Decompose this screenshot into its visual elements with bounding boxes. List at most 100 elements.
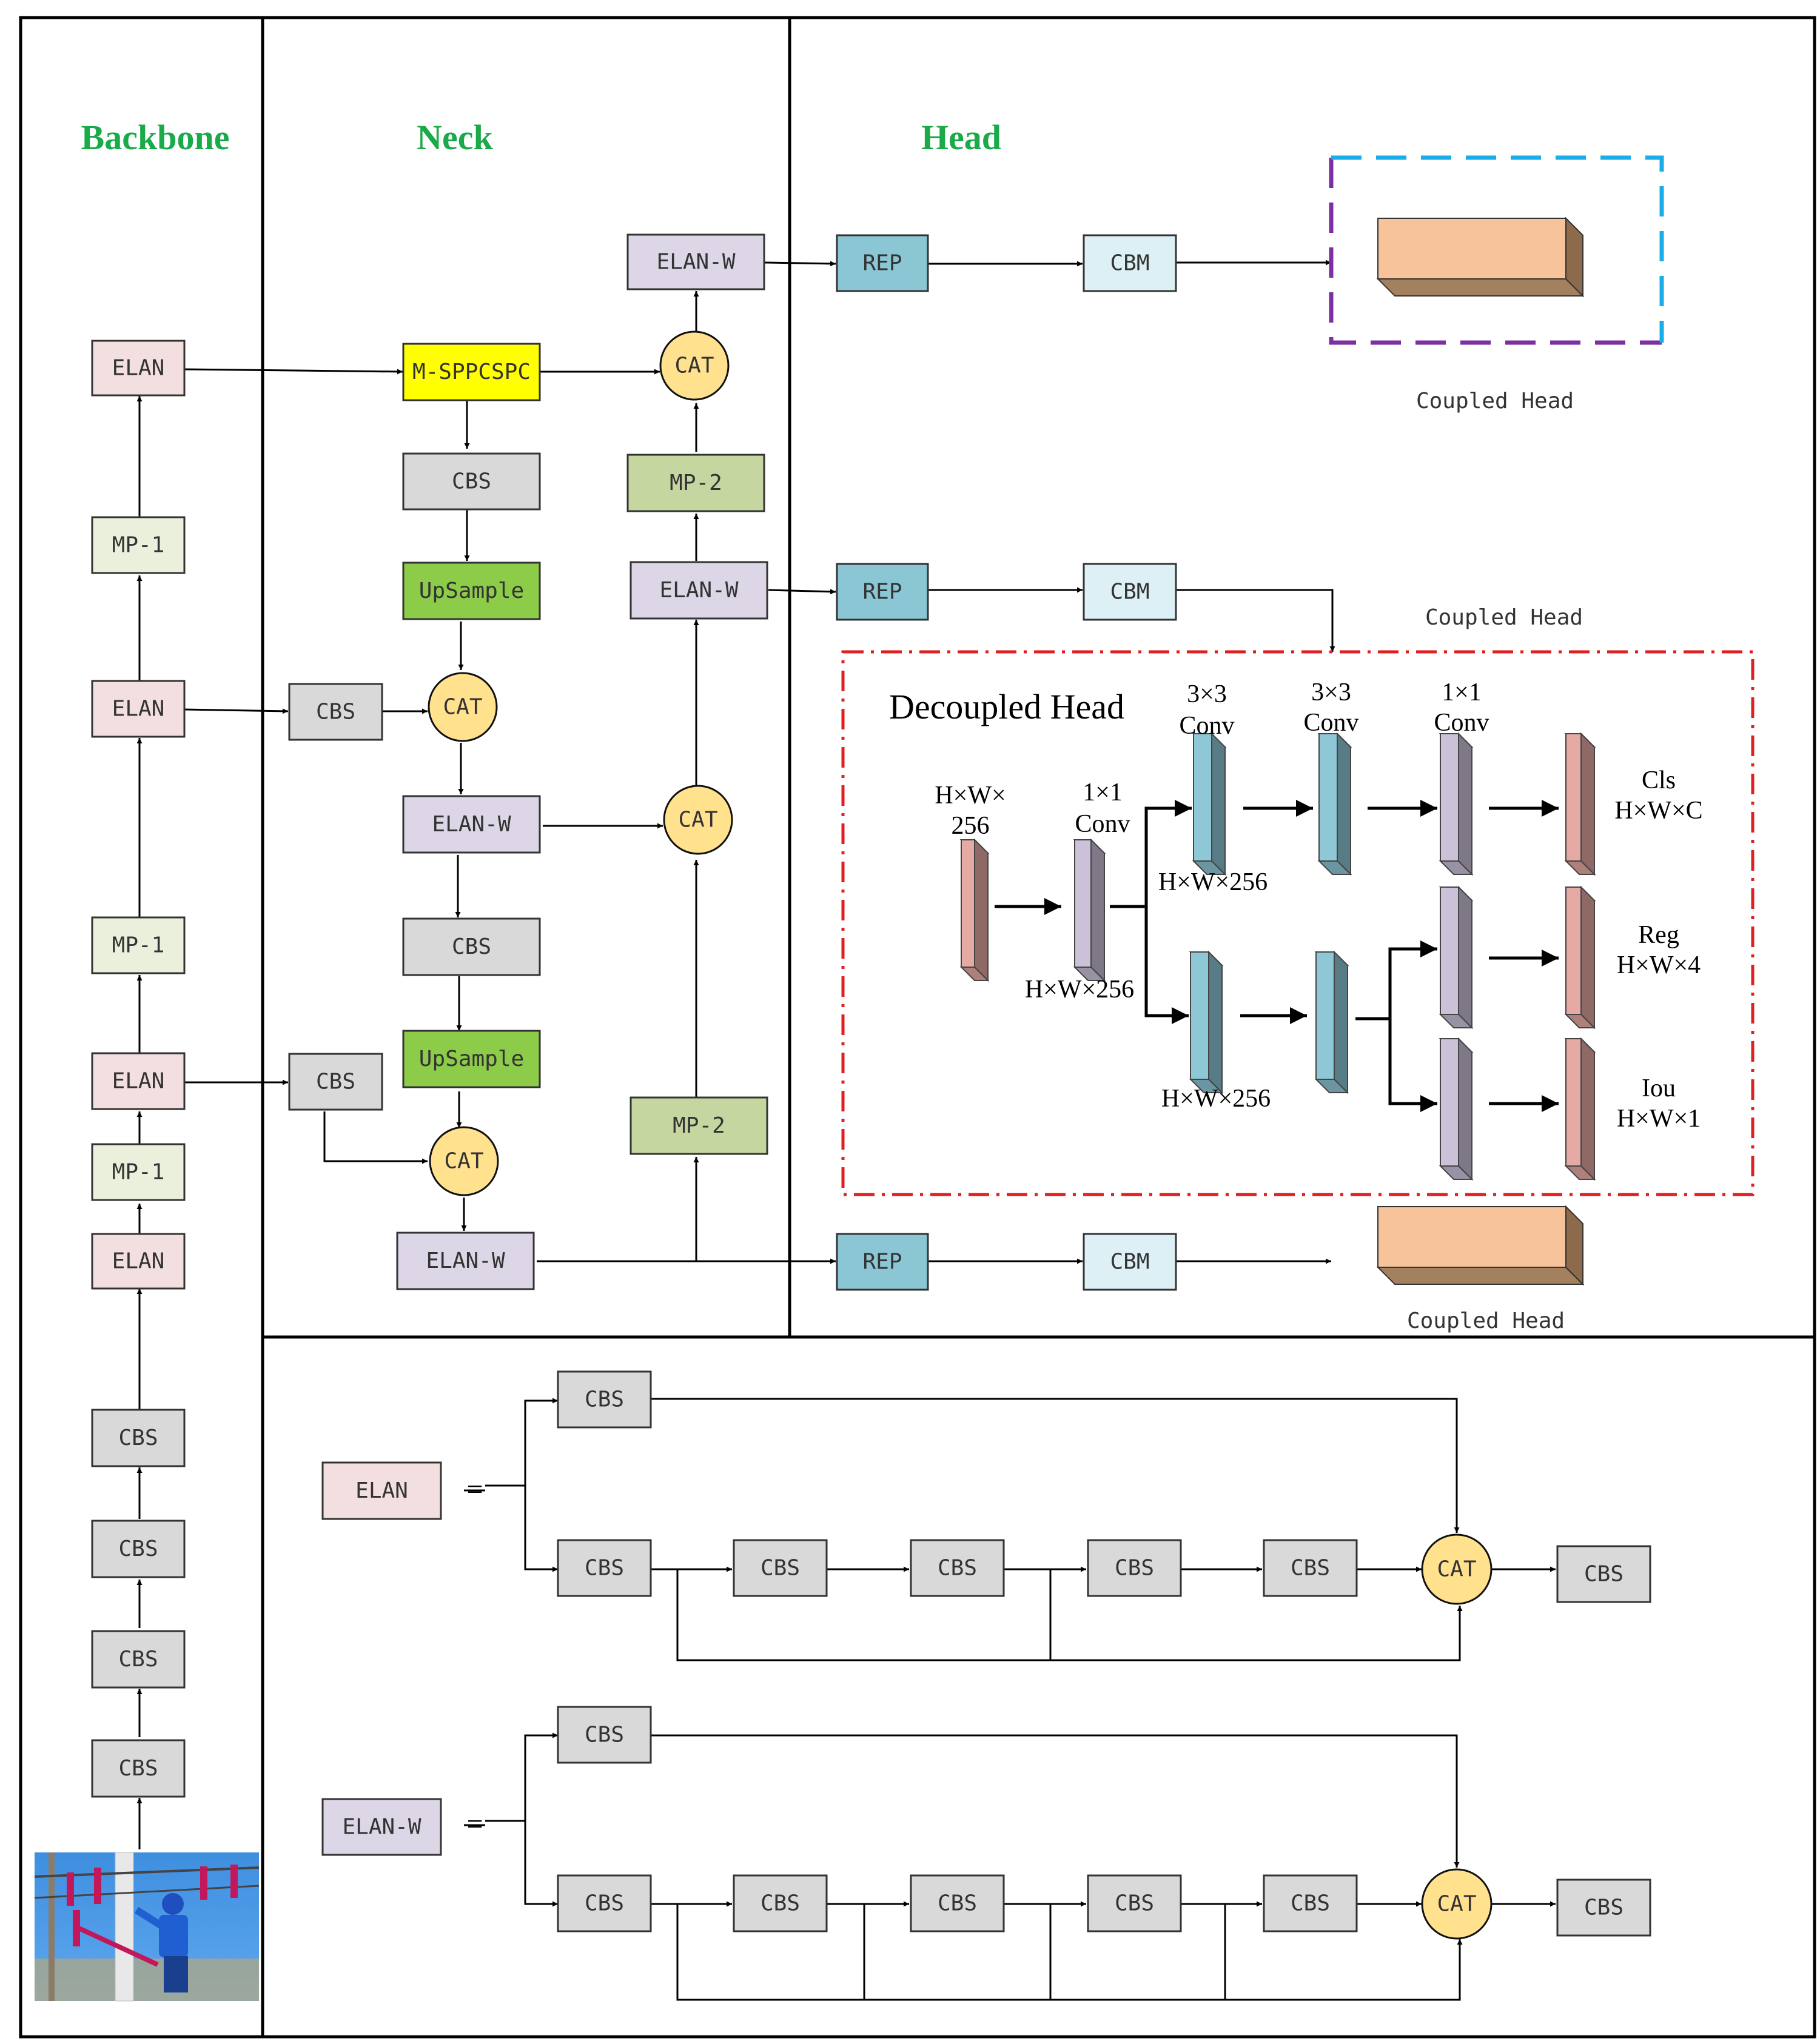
neck-cbs-1-label: CBS	[452, 469, 491, 494]
legend-elan-cat: CAT	[1421, 1533, 1493, 1605]
head-rep-1: REP	[836, 234, 929, 292]
conv3x3-label-2a: 3×3	[1311, 679, 1351, 706]
legend-elan-cbs-1: CBS	[557, 1539, 652, 1597]
feature-slab-cls-conv3x3-b	[1317, 732, 1352, 876]
conv1x1-label-b: Conv	[1075, 810, 1130, 838]
coupled-head-dashed-box	[1329, 155, 1664, 345]
legend-elan-w-cbs-2: CBS	[733, 1874, 828, 1932]
legend-elan-cbs-top-label: CBS	[585, 1387, 624, 1412]
legend-elan-w-cbs-5-label: CBS	[1291, 1891, 1330, 1916]
backbone-elan-2-label: ELAN	[112, 1069, 165, 1094]
backbone-cbs-4-label: CBS	[118, 1426, 158, 1450]
legend-elan-w-cbs-3: CBS	[910, 1874, 1005, 1932]
decoupled-head-title: Decoupled Head	[889, 687, 1124, 726]
backbone-elan-2: ELAN	[91, 1052, 186, 1110]
neck-cbs-side-1: CBS	[288, 683, 383, 741]
backbone-mp1-2-label: MP-1	[112, 933, 165, 958]
input-dim-line2: 256	[952, 812, 990, 840]
legend-elan-w-cbs-2-label: CBS	[761, 1891, 800, 1916]
legend-elan-cbs-out: CBS	[1556, 1545, 1651, 1603]
neck-cat-2: CAT	[429, 1126, 499, 1196]
backbone-elan-3: ELAN	[91, 680, 186, 738]
legend-elan-cbs-2-label: CBS	[761, 1556, 800, 1581]
neck-cbs-1: CBS	[402, 452, 541, 511]
legend-elan-w: ELAN-W	[321, 1798, 442, 1856]
feature-slab-cls-conv3x3-a	[1192, 732, 1227, 876]
neck-sppcspc: M-SPPCSPC	[402, 343, 541, 401]
backbone-cbs-3-label: CBS	[118, 1537, 158, 1561]
neck-upsample-1-label: UpSample	[419, 578, 524, 603]
legend-elan-w-cat: CAT	[1421, 1868, 1493, 1940]
neck-cbs-side-2: CBS	[288, 1053, 383, 1111]
legend-elan-equals: =	[466, 1473, 483, 1506]
neck-elan-w-4: ELAN-W	[626, 233, 765, 290]
feature-slab-iou-out	[1564, 1037, 1596, 1181]
neck-elan-w-1-label: ELAN-W	[432, 812, 511, 837]
feature-slab-reg-conv3x3-a	[1189, 950, 1224, 1094]
backbone-cbs-1: CBS	[91, 1739, 186, 1798]
feature-slab-reg-out	[1564, 885, 1596, 1030]
backbone-elan-3-label: ELAN	[112, 697, 165, 722]
neck-elan-w-1: ELAN-W	[402, 795, 541, 854]
legend-elan-w-cbs-top: CBS	[557, 1706, 652, 1764]
neck-mp2-2-label: MP-2	[670, 471, 722, 495]
cls-name: Cls	[1642, 766, 1676, 794]
legend-elan-cbs-5: CBS	[1263, 1539, 1358, 1597]
conv3x3-label-2b: Conv	[1303, 709, 1358, 737]
backbone-cbs-4: CBS	[91, 1409, 186, 1467]
legend-elan-cat-label: CAT	[1437, 1557, 1476, 1582]
neck-cat-2-label: CAT	[444, 1149, 483, 1174]
feature-slab-reg-conv3x3-b	[1314, 950, 1349, 1094]
coupled-head-block-top	[1376, 216, 1585, 298]
legend-elan-cbs-out-label: CBS	[1584, 1562, 1624, 1587]
legend-elan-w-cbs-out: CBS	[1556, 1878, 1651, 1937]
head-cbm-1: CBM	[1083, 234, 1177, 292]
connections	[136, 260, 1556, 2001]
backbone-mp1-3: MP-1	[91, 516, 186, 574]
backbone-mp1-1-label: MP-1	[112, 1160, 165, 1185]
backbone-elan-4-label: ELAN	[112, 356, 165, 381]
feature-slab-reg-conv1x1	[1439, 885, 1474, 1030]
neck-cbs-2-label: CBS	[452, 934, 491, 959]
head-cbm-1-label: CBM	[1110, 251, 1149, 276]
backbone-elan-1-label: ELAN	[112, 1249, 165, 1274]
coupled-head-label-bottom: Coupled Head	[1407, 1309, 1565, 1333]
neck-cat-4-label: CAT	[674, 354, 714, 378]
conv3x3-label-1b: Conv	[1179, 712, 1234, 740]
neck-elan-w-2: ELAN-W	[396, 1232, 535, 1290]
legend-elan-w-cbs-4: CBS	[1087, 1874, 1182, 1932]
legend-elan-w-cat-label: CAT	[1437, 1892, 1476, 1917]
legend-elan-label: ELAN	[355, 1478, 408, 1503]
neck-cat-4: CAT	[659, 330, 730, 401]
lineman-photo	[34, 1852, 260, 2002]
backbone-mp1-1: MP-1	[91, 1143, 186, 1201]
neck-cat-3: CAT	[663, 785, 733, 855]
cls-shape: H×W×C	[1614, 797, 1702, 825]
feature-slab-cls-out	[1564, 732, 1596, 876]
legend-elan-cbs-2: CBS	[733, 1539, 828, 1597]
legend-elan-w-cbs-1: CBS	[557, 1874, 652, 1932]
neck-cbs-side-2-label: CBS	[316, 1070, 355, 1094]
conv1x1-label-a: 1×1	[1083, 779, 1123, 806]
legend-elan-cbs-4-label: CBS	[1115, 1556, 1154, 1581]
conv1x1-label-2b: Conv	[1434, 709, 1489, 737]
input-dim-line1: H×W×	[935, 782, 1006, 809]
backbone-cbs-2-label: CBS	[118, 1647, 158, 1672]
reg-shape: H×W×4	[1617, 951, 1701, 979]
legend-elan-w-cbs-5: CBS	[1263, 1874, 1358, 1932]
coupled-head-block-bottom	[1376, 1205, 1585, 1286]
dim-label-b: H×W×256	[1025, 976, 1134, 1004]
backbone-title: Backbone	[81, 118, 230, 157]
legend-elan-w-equals: =	[466, 1808, 483, 1840]
legend-elan-w-label: ELAN-W	[342, 1815, 421, 1840]
legend-elan-w-cbs-out-label: CBS	[1584, 1895, 1624, 1920]
dim-label-a: H×W×256	[1158, 868, 1268, 896]
neck-elan-w-2-label: ELAN-W	[426, 1248, 505, 1273]
head-title: Head	[921, 118, 1001, 157]
neck-cat-3-label: CAT	[678, 808, 717, 833]
neck-elan-w-4-label: ELAN-W	[656, 250, 735, 275]
neck-cat-1: CAT	[428, 672, 498, 742]
coupled-head-label-top: Coupled Head	[1416, 389, 1574, 414]
conv1x1-label-2a: 1×1	[1442, 679, 1482, 706]
